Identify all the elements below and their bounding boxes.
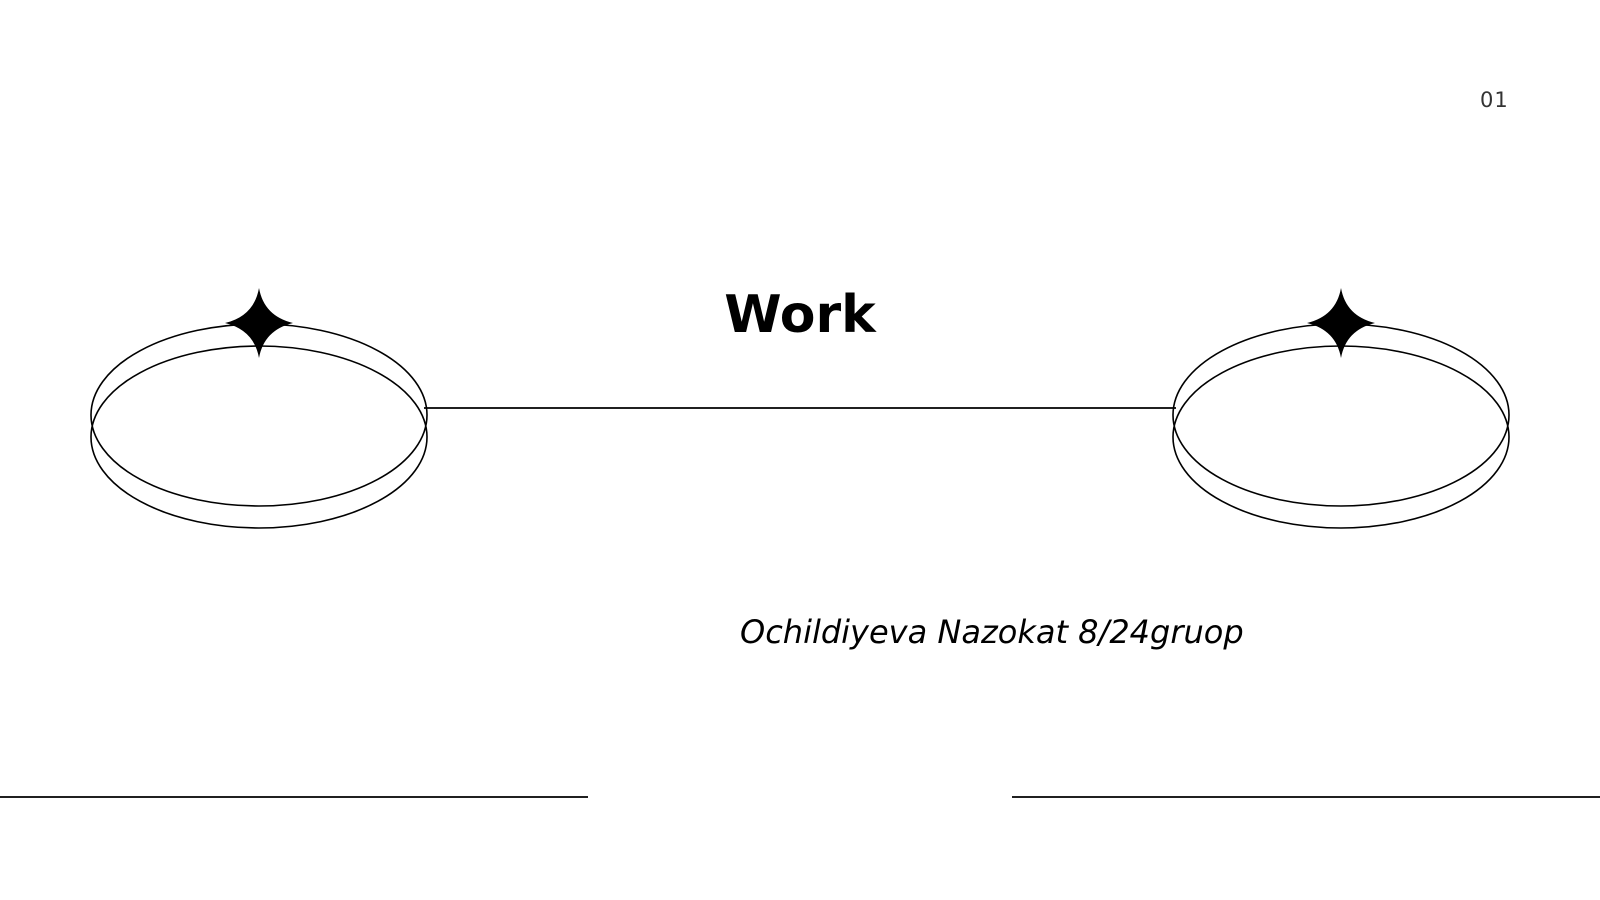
sparkle-icon <box>1307 288 1375 358</box>
page-number: 01 <box>1480 88 1509 112</box>
slide-subtitle: Ochildiyeva Nazokat 8/24gruop <box>740 613 1244 651</box>
sparkle-icon <box>225 288 293 358</box>
slide-title: Work <box>724 285 876 345</box>
